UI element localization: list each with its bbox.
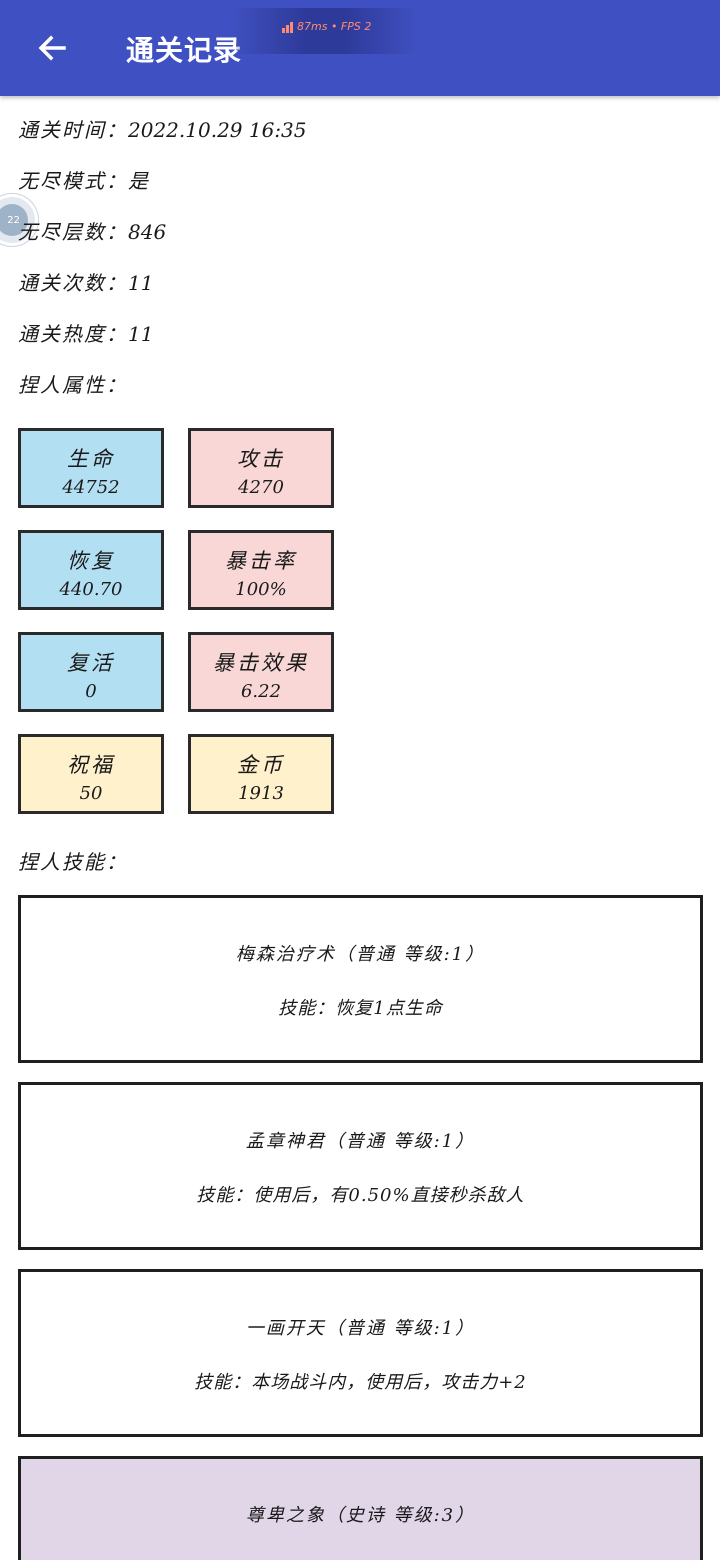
bubble-label: 22 [0,204,28,236]
stat-name: 恢复 [67,549,115,573]
stat-name: 复活 [67,651,115,675]
info-row-clears: 通关次数：11 [18,267,153,296]
stat-card-crit-effect: 暴击效果 6.22 [188,632,334,712]
stat-value: 6.22 [240,681,282,702]
skill-desc: 技能：本场战斗内，使用后，攻击力+2 [194,1372,527,1393]
signal-icon [282,22,293,33]
skills-label: 捏人技能： [18,850,128,874]
stat-card-blessing: 祝福 50 [18,734,164,814]
info-key: 通关次数： [18,271,128,295]
info-key: 通关时间： [18,118,128,142]
stat-value: 44752 [62,477,120,498]
page-title: 通关记录 [126,34,243,67]
stat-name: 暴击率 [225,549,297,573]
stat-value: 4270 [238,477,284,498]
perf-readout: 87ms • FPS 2 [282,20,371,33]
stat-name: 暴击效果 [213,651,309,675]
info-value: 2022.10.29 16:35 [128,118,307,142]
info-row-time: 通关时间：2022.10.29 16:35 [18,114,307,143]
skill-desc: 技能：使用后，有0.50%直接秒杀敌人 [196,1185,525,1206]
skill-title: 一画开天（普通 等级:1） [245,1318,476,1339]
stat-value: 1913 [238,783,284,804]
info-row-heat: 通关热度：11 [18,318,153,347]
stat-card-hp: 生命 44752 [18,428,164,508]
skill-card-epic: 尊卑之象（史诗 等级:3） [18,1456,703,1560]
stat-value: 100% [235,579,287,600]
stat-card-attack: 攻击 4270 [188,428,334,508]
perf-text: 87ms • FPS 2 [297,20,372,33]
skill-card: 孟章神君（普通 等级:1） 技能：使用后，有0.50%直接秒杀敌人 [18,1082,703,1250]
stat-name: 生命 [67,447,115,471]
arrow-left-icon [38,35,66,61]
info-value: 11 [128,271,154,295]
stat-name: 金币 [237,753,285,777]
skill-title: 梅森治疗术（普通 等级:1） [235,944,486,965]
stat-name: 祝福 [67,753,115,777]
back-button[interactable] [30,26,74,70]
skill-desc: 技能：恢复1点生命 [278,998,443,1019]
skill-title: 孟章神君（普通 等级:1） [245,1131,476,1152]
stat-card-recovery: 恢复 440.70 [18,530,164,610]
info-value: 846 [128,220,167,244]
stat-value: 0 [85,681,97,702]
info-value: 11 [128,322,154,346]
stat-card-crit-rate: 暴击率 100% [188,530,334,610]
skill-card: 梅森治疗术（普通 等级:1） 技能：恢复1点生命 [18,895,703,1063]
stat-name: 攻击 [237,447,285,471]
perf-overlay [236,8,414,54]
stat-value: 50 [79,783,103,804]
skill-card: 一画开天（普通 等级:1） 技能：本场战斗内，使用后，攻击力+2 [18,1269,703,1437]
stat-card-revive: 复活 0 [18,632,164,712]
stat-value: 440.70 [59,579,123,600]
info-row-endless: 无尽模式：是 [18,165,148,194]
attributes-label: 捏人属性： [18,373,128,397]
info-value: 是 [128,169,148,193]
info-key: 通关热度： [18,322,128,346]
info-row-floors: 无尽层数：846 [18,216,166,245]
stat-card-gold: 金币 1913 [188,734,334,814]
skill-title: 尊卑之象（史诗 等级:3） [245,1505,476,1526]
info-key: 无尽模式： [18,169,128,193]
info-key: 无尽层数： [18,220,128,244]
